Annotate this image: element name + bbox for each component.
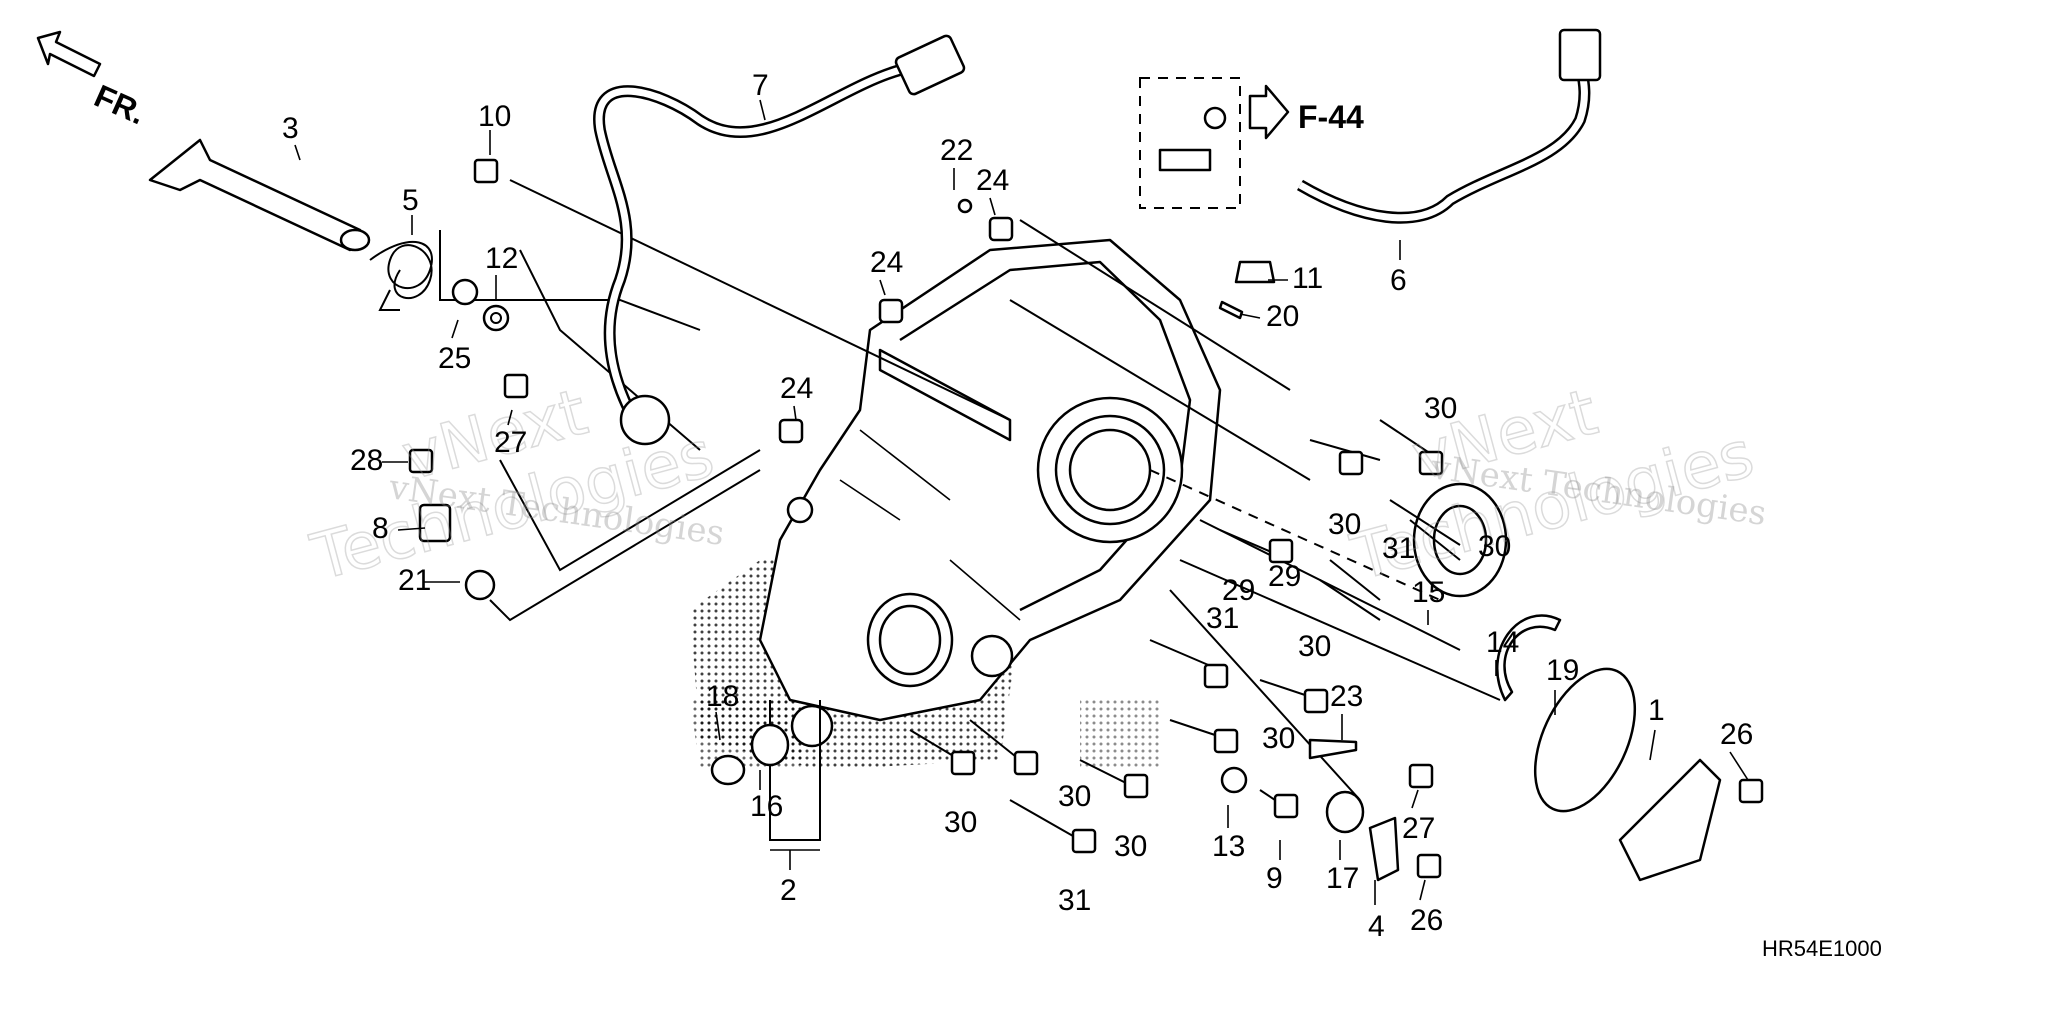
callout-30h: 30 [1114, 830, 1147, 863]
reference-code: HR54E1000 [1762, 936, 1882, 961]
callout-30g: 30 [944, 806, 977, 839]
callout-21: 21 [398, 564, 431, 597]
callout-5: 5 [402, 184, 419, 217]
callout-8: 8 [372, 512, 389, 545]
callout-20: 20 [1266, 300, 1299, 333]
callout-15: 15 [1412, 576, 1445, 609]
callout-31b: 31 [1206, 602, 1239, 635]
callout-27b: 27 [1402, 812, 1435, 845]
callout-31c: 31 [1058, 884, 1091, 917]
callout-12: 12 [485, 242, 518, 275]
callout-29a: 29 [1222, 574, 1255, 607]
callout-24a: 24 [976, 164, 1009, 197]
callout-26a: 26 [1720, 718, 1753, 751]
wire-harness-6 [1296, 28, 1602, 224]
callout-7: 7 [752, 69, 769, 102]
callout-28: 28 [350, 444, 383, 477]
callout-27a: 27 [494, 426, 527, 459]
callout-25: 25 [438, 342, 471, 375]
callout-18: 18 [706, 680, 739, 713]
callout-10: 10 [478, 100, 511, 133]
callout-19: 19 [1546, 654, 1579, 687]
callout-16: 16 [750, 790, 783, 823]
callout-14: 14 [1486, 626, 1519, 659]
callouts: 1 2 3 4 5 6 7 8 9 10 11 12 13 14 15 16 1… [282, 69, 1753, 943]
callout-22: 22 [940, 134, 973, 167]
callout-30e: 30 [1262, 722, 1295, 755]
reference-box: F-44 [1139, 77, 1364, 209]
crankcase-cover [758, 238, 1222, 748]
callout-31a: 31 [1382, 532, 1415, 565]
callout-26b: 26 [1410, 904, 1443, 937]
callout-30a: 30 [1424, 392, 1457, 425]
callout-24c: 24 [780, 372, 813, 405]
callout-30c: 30 [1478, 530, 1511, 563]
callout-1: 1 [1648, 694, 1665, 727]
callout-11: 11 [1292, 262, 1323, 295]
shift-shaft [148, 138, 371, 252]
bolts [909, 419, 1461, 854]
callout-3: 3 [282, 112, 299, 145]
small-parts [408, 158, 1764, 882]
direction-label: FR. [89, 78, 151, 132]
callout-30b: 30 [1328, 508, 1361, 541]
reference-label: F-44 [1298, 99, 1364, 135]
callout-9: 9 [1266, 862, 1283, 895]
wire-harness-7 [593, 34, 966, 446]
callout-6: 6 [1390, 264, 1407, 297]
callout-30d: 30 [1298, 630, 1331, 663]
callout-23: 23 [1330, 680, 1363, 713]
front-direction-arrow-icon: FR. [36, 30, 151, 132]
callout-24b: 24 [870, 246, 903, 279]
callout-4: 4 [1368, 910, 1385, 943]
callout-2: 2 [780, 874, 797, 907]
spring [369, 241, 433, 311]
callout-leaders [294, 99, 1749, 905]
callout-29b: 29 [1268, 560, 1301, 593]
callout-30f: 30 [1058, 780, 1091, 813]
watermark: vNext Technologies vNext Technologies vN… [303, 375, 1769, 597]
callout-13: 13 [1212, 830, 1245, 863]
callout-17: 17 [1326, 862, 1359, 895]
